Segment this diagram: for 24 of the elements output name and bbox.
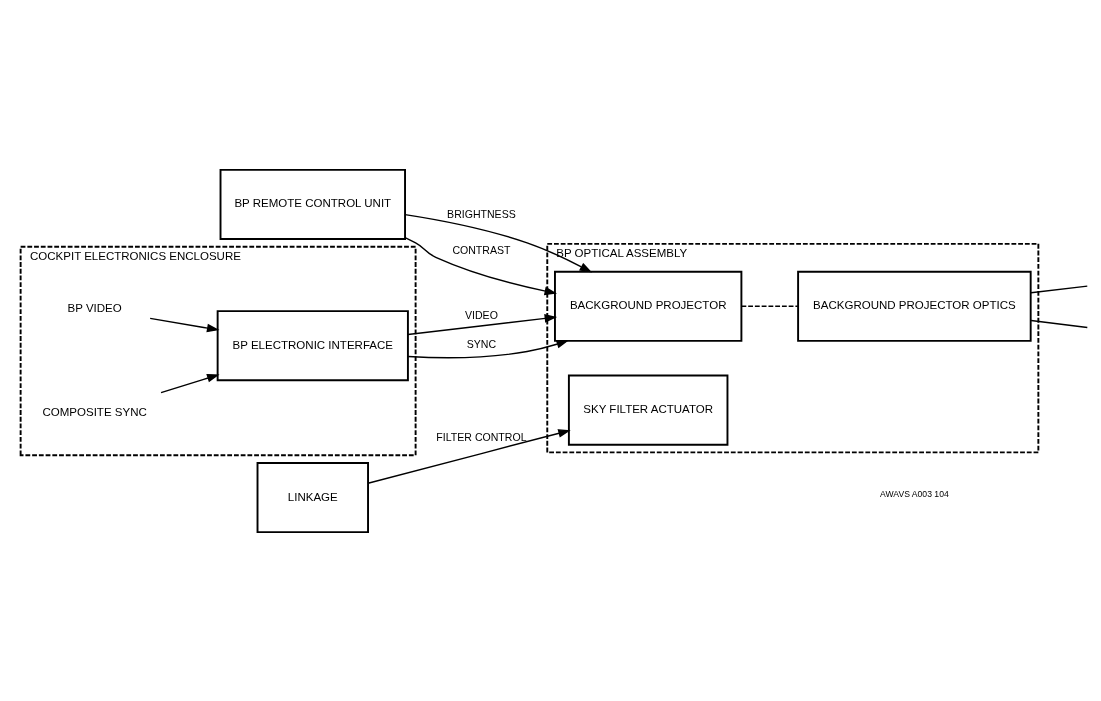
connector [740,305,799,307]
node-text: COMPOSITE SYNC [42,405,147,418]
edge-label: FILTER CONTROL [436,430,527,443]
node-box: LINKAGE [256,461,369,533]
arrow [404,213,593,273]
arrow [407,339,569,358]
connector [1030,284,1088,293]
node-text: BP VIDEO [67,301,122,314]
label: AWAVS A003 104 [880,488,949,499]
node-box: BACKGROUND PROJECTOR OPTICS [797,270,1032,342]
connector [1030,319,1088,328]
node-box: BACKGROUND PROJECTOR [554,270,743,342]
node-box: BP REMOTE CONTROL UNIT [219,168,406,240]
arrow [404,236,558,295]
edge-label: SYNC [466,337,497,350]
node-box: SKY FILTER ACTUATOR [567,374,729,446]
arrow [407,313,558,335]
edge-label: BRIGHTNESS [447,207,516,220]
edge-label: CONTRAST [452,243,511,256]
node-box: BP ELECTRONIC INTERFACE [216,309,409,381]
edge-label: VIDEO [465,308,498,321]
arrow [367,428,571,484]
arrow [149,317,220,332]
arrow [160,373,220,393]
